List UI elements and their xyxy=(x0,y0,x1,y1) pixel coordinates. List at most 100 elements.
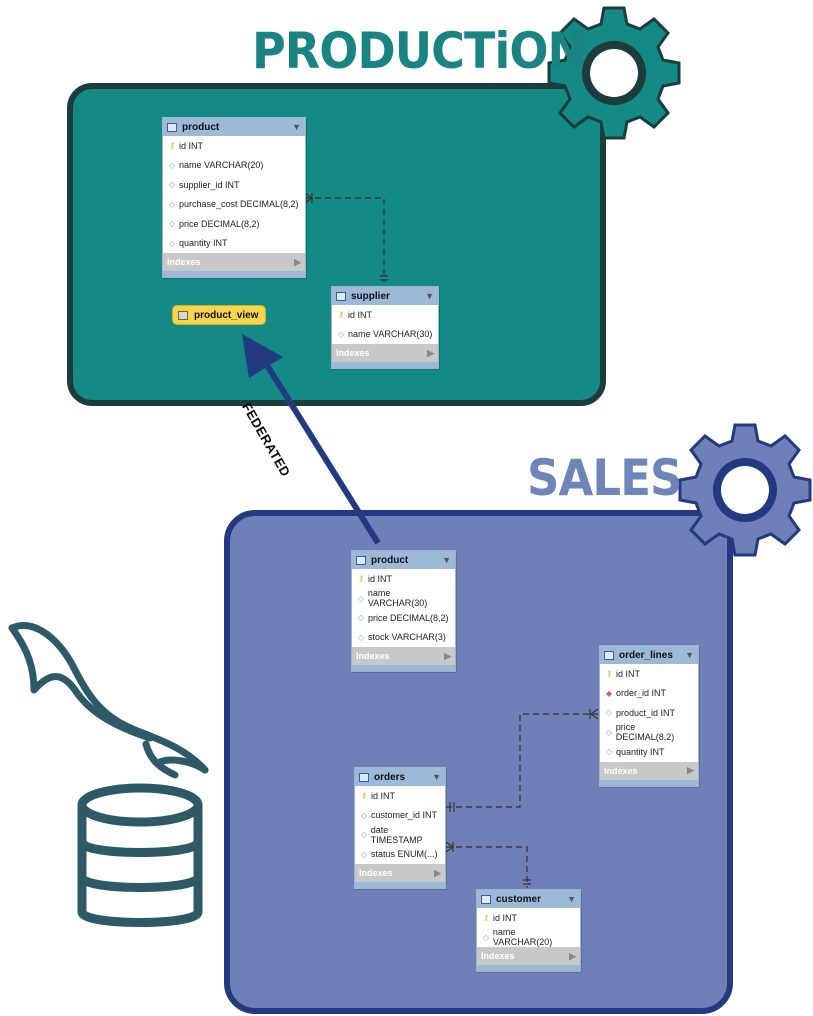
column-icon: ◇ xyxy=(357,613,365,623)
primary-key-icon: ⚷ xyxy=(169,141,175,151)
column-definition: customer_id INT xyxy=(371,810,438,821)
table-footer xyxy=(355,882,445,888)
table-column-row[interactable]: ◇name VARCHAR(20) xyxy=(163,156,305,176)
column-definition: purchase_cost DECIMAL(8,2) xyxy=(179,199,299,210)
table-icon xyxy=(481,894,491,904)
expand-arrow-icon[interactable]: ▶ xyxy=(427,347,434,358)
table-column-row[interactable]: ◇quantity INT xyxy=(163,234,305,254)
table-column-row[interactable]: ◇date TIMESTAMP xyxy=(355,825,445,845)
column-definition: name VARCHAR(20) xyxy=(492,927,553,948)
expand-arrow-icon[interactable]: ▶ xyxy=(434,867,441,878)
column-icon: ◇ xyxy=(605,747,613,757)
table-column-row[interactable]: ◇price DECIMAL(8,2) xyxy=(352,608,455,628)
table-column-row[interactable]: ◇quantity INT xyxy=(600,742,698,762)
column-definition: order_id INT xyxy=(616,688,667,699)
table-icon xyxy=(604,650,614,660)
table-column-row[interactable]: ◇status ENUM(...) xyxy=(355,845,445,865)
table-column-row[interactable]: ◇supplier_id INT xyxy=(163,175,305,195)
table-column-row[interactable]: ◇stock VARCHAR(3) xyxy=(352,628,455,648)
indexes-section[interactable]: Indexes ▶ xyxy=(352,647,455,665)
table-column-row[interactable]: ◇price DECIMAL(8,2) xyxy=(163,214,305,234)
column-definition: name VARCHAR(30) xyxy=(348,329,433,340)
column-icon: ◇ xyxy=(337,329,345,339)
table-header[interactable]: orders▼ xyxy=(355,768,445,786)
indexes-section[interactable]: Indexes▶ xyxy=(332,344,438,362)
database-icon xyxy=(77,783,203,927)
table-header[interactable]: customer ▼ xyxy=(477,890,580,908)
table-column-row[interactable]: ⚷id INT xyxy=(352,569,455,589)
collapse-arrow-icon[interactable]: ▼ xyxy=(442,555,451,565)
column-definition: supplier_id INT xyxy=(179,179,240,190)
column-icon: ◇ xyxy=(168,160,176,170)
table-column-row[interactable]: ◇product_id INT xyxy=(600,703,698,723)
column-definition: stock VARCHAR(3) xyxy=(368,632,446,643)
column-icon: ◇ xyxy=(605,727,612,737)
table-orders[interactable]: orders▼⚷id INT◇customer_id INT◇date TIME… xyxy=(354,767,446,889)
collapse-arrow-icon[interactable]: ▼ xyxy=(432,772,441,782)
column-icon: ◇ xyxy=(605,708,613,718)
table-column-row[interactable]: ◇purchase_cost DECIMAL(8,2) xyxy=(163,195,305,215)
indexes-section[interactable]: Indexes▶ xyxy=(600,761,698,780)
indexes-label: Indexes xyxy=(167,257,201,267)
expand-arrow-icon[interactable]: ▶ xyxy=(569,950,576,961)
table-column-row[interactable]: ◇customer_id INT xyxy=(355,806,445,826)
table-icon xyxy=(167,122,177,132)
table-order-lines[interactable]: order_lines▼⚷id INT◆order_id INT◇product… xyxy=(599,645,699,787)
primary-key-icon: ⚷ xyxy=(483,913,489,923)
expand-arrow-icon[interactable]: ▶ xyxy=(687,765,694,775)
table-column-row[interactable]: ⚷id INT xyxy=(355,786,445,806)
collapse-arrow-icon[interactable]: ▼ xyxy=(685,650,694,660)
table-column-row[interactable]: ⚷id INT xyxy=(477,908,580,928)
column-definition: price DECIMAL(8,2) xyxy=(615,722,675,743)
table-column-row[interactable]: ⚷id INT xyxy=(332,305,438,325)
table-production-product[interactable]: product▼⚷id INT◇name VARCHAR(20)◇supplie… xyxy=(162,117,306,278)
column-definition: quantity INT xyxy=(179,238,228,249)
table-header[interactable]: product ▼ xyxy=(163,118,305,136)
column-definition: product_id INT xyxy=(616,707,676,718)
collapse-arrow-icon[interactable]: ▼ xyxy=(292,122,301,132)
collapse-arrow-icon[interactable]: ▼ xyxy=(567,894,576,904)
primary-key-icon: ⚷ xyxy=(606,669,612,679)
rel-product-supplier xyxy=(304,192,388,282)
foreign-key-icon: ◆ xyxy=(605,688,613,698)
table-column-row[interactable]: ◇name VARCHAR(20) xyxy=(477,927,580,948)
table-name: supplier xyxy=(351,290,390,302)
production-gear-icon xyxy=(547,6,681,140)
primary-key-icon: ⚷ xyxy=(338,310,344,320)
indexes-section[interactable]: Indexes ▶ xyxy=(163,253,305,271)
table-name: product xyxy=(371,554,409,566)
table-name: customer xyxy=(496,893,542,905)
table-supplier[interactable]: supplier▼⚷id INT◇name VARCHAR(30)Indexes… xyxy=(331,286,439,369)
table-customer[interactable]: customer ▼ ⚷id INT◇name VARCHAR(20)Indexes… xyxy=(476,889,581,972)
column-icon: ◇ xyxy=(168,199,176,209)
primary-key-icon: ⚷ xyxy=(361,791,367,801)
table-icon xyxy=(359,772,369,782)
indexes-label: Indexes xyxy=(359,868,393,878)
table-header[interactable]: product ▼ xyxy=(352,551,455,569)
column-definition: quantity INT xyxy=(616,746,665,757)
indexes-section[interactable]: Indexes▶ xyxy=(477,947,580,965)
table-column-row[interactable]: ◇name VARCHAR(30) xyxy=(352,588,455,608)
table-column-row[interactable]: ⚷id INT xyxy=(163,136,305,156)
table-column-row[interactable]: ◇name VARCHAR(30) xyxy=(332,325,438,345)
table-column-row[interactable]: ◆order_id INT xyxy=(600,684,698,704)
expand-arrow-icon[interactable]: ▶ xyxy=(444,650,451,661)
primary-key-icon: ⚷ xyxy=(358,574,364,584)
indexes-section[interactable]: Indexes ▶ xyxy=(355,864,445,882)
column-icon: ◇ xyxy=(357,593,364,603)
mysql-dolphin-icon xyxy=(8,622,209,779)
indexes-label: Indexes xyxy=(356,651,390,661)
column-icon: ◇ xyxy=(168,219,176,229)
collapse-arrow-icon[interactable]: ▼ xyxy=(425,291,434,301)
expand-arrow-icon[interactable]: ▶ xyxy=(294,256,301,267)
table-sales-product[interactable]: product ▼ ⚷id INT◇name VARCHAR(30)◇price D… xyxy=(351,550,456,672)
column-icon: ◇ xyxy=(168,238,176,248)
table-column-row[interactable]: ⚷ id INT xyxy=(600,664,698,684)
column-definition: id INT xyxy=(616,668,641,679)
table-footer xyxy=(352,665,455,671)
table-column-row[interactable]: ◇price DECIMAL(8,2) xyxy=(600,722,698,743)
view-product-view[interactable]: product_view xyxy=(172,305,266,325)
table-header[interactable]: supplier ▼ xyxy=(332,287,438,305)
table-header[interactable]: order_lines▼ xyxy=(600,646,698,664)
table-name: product xyxy=(182,121,220,133)
